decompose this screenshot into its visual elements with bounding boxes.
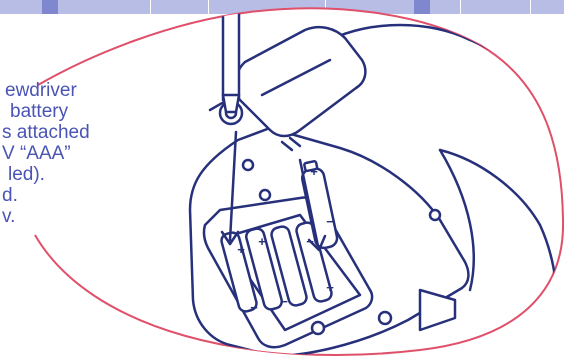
polarity-minus: − — [306, 234, 314, 249]
screw-hole — [243, 160, 253, 170]
screw-hole — [430, 210, 440, 220]
polarity-plus: + — [310, 164, 318, 179]
instruction-line: d. — [2, 185, 18, 206]
polarity-minus: − — [250, 300, 258, 315]
instruction-line: s attached — [2, 122, 90, 143]
instruction-line: v. — [2, 206, 15, 227]
screwdriver-icon — [223, 0, 239, 112]
polarity-minus: − — [280, 294, 288, 309]
screw-hole — [260, 190, 270, 200]
instruction-line: ewdriver — [5, 80, 77, 101]
polarity-plus: + — [326, 280, 334, 295]
polarity-plus: + — [237, 242, 245, 257]
instruction-line: led). — [8, 164, 45, 185]
instruction-line: V “AAA” — [2, 143, 71, 164]
instruction-line: battery — [10, 101, 68, 122]
screw-hole — [379, 312, 391, 324]
polarity-minus: − — [326, 214, 334, 229]
screw-hole — [312, 322, 324, 334]
polarity-plus: + — [258, 234, 266, 249]
